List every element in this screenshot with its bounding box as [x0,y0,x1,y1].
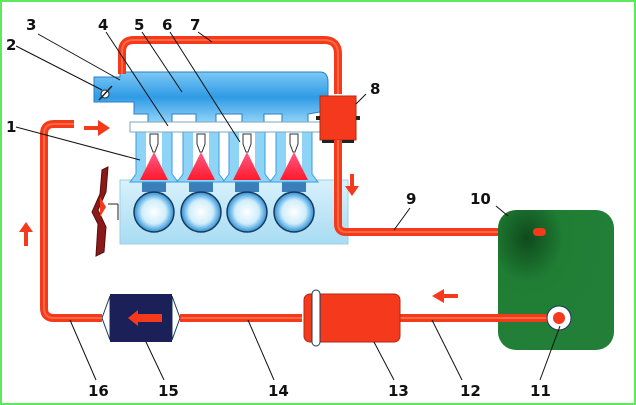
intake-strainer-icon [546,305,572,331]
engine-block [119,172,349,245]
supply-line [40,120,102,322]
callout-10: 10 [470,190,491,208]
injector-port-1 [129,131,179,183]
leader-line-3 [37,33,121,81]
throttle-valve-icon [98,85,113,101]
injector-port-2 [176,131,226,183]
leader-line-12 [431,319,463,381]
callout-7: 7 [190,16,200,34]
flow-arrow-up-icon [19,222,33,246]
fuel-pump [303,289,401,347]
callout-8: 8 [370,80,380,98]
supply-line-highlight [43,123,102,319]
callout-14: 14 [268,382,289,400]
fuel-rail [129,121,335,133]
callout-9: 9 [406,190,416,208]
flow-arrow-left-icon [432,289,458,303]
injector-port-4 [269,131,319,183]
callout-12: 12 [460,382,481,400]
cylinder-ports [129,131,319,183]
leader-line-5 [141,31,183,93]
leader-line-10 [495,205,509,217]
leader-line-1 [15,126,141,161]
callout-15: 15 [158,382,179,400]
callout-13: 13 [388,382,409,400]
injector-port-3 [222,131,272,183]
filter-flow-arrow-icon [128,310,162,326]
callout-6: 6 [162,16,172,34]
cooling-fan-icon [91,166,119,257]
leader-line-4 [105,31,169,127]
callout-2: 2 [6,36,16,54]
leader-line-15 [145,341,165,381]
flow-arrow-down-icon [345,174,359,196]
callout-4: 4 [98,16,108,34]
callout-5: 5 [134,16,144,34]
leader-line-2 [15,45,103,91]
leader-line-6 [169,31,241,143]
leader-line-13 [373,341,395,381]
leader-lines [15,31,561,381]
callout-16: 16 [88,382,109,400]
callout-11: 11 [530,382,551,400]
vacuum-hose-highlight [121,39,339,94]
leader-line-9 [393,207,411,231]
leader-line-14 [247,319,275,381]
leader-line-7 [197,31,213,43]
fuel-filter [101,294,181,342]
leader-line-11 [539,325,561,381]
return-line-highlight [337,140,537,233]
flow-arrow-right-icon [84,120,110,136]
leader-line-8 [355,93,367,105]
callout-1: 1 [6,118,16,136]
leader-line-16 [69,319,97,381]
callout-3: 3 [26,16,36,34]
pressure-regulator [316,95,360,143]
